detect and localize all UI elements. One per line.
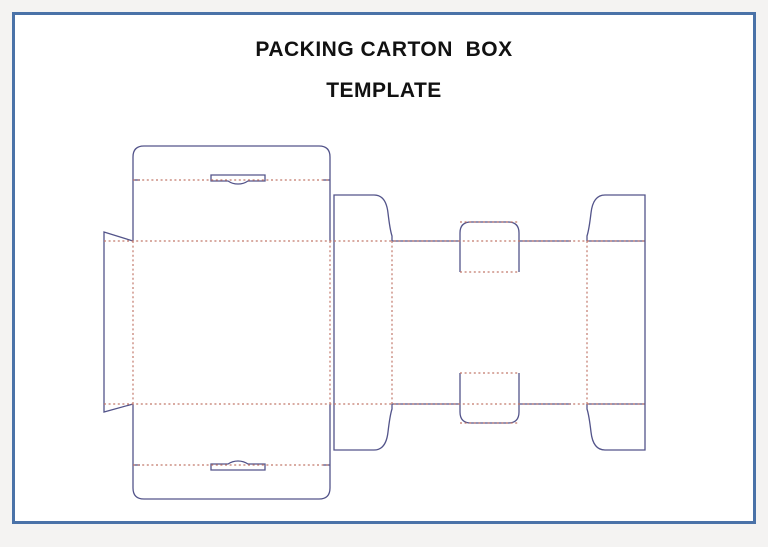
narrow-top-dust-flap-cut: [333, 194, 393, 241]
top-thumb-notch-cut: [210, 174, 266, 185]
bottom-lock-tab-cut: [459, 373, 520, 424]
top-lock-tab-cut: [459, 221, 520, 272]
left-glue-flap-cut: [103, 231, 134, 413]
top-closure-flap-cut: [132, 145, 331, 180]
right-bottom-dust-flap-cut: [586, 404, 646, 451]
bottom-thumb-notch-cut: [210, 460, 266, 471]
narrow-bottom-dust-flap-cut: [333, 404, 393, 451]
fold-lines-group: [104, 179, 645, 466]
bottom-closure-flap-cut: [132, 465, 331, 500]
cut-lines-group: [103, 145, 646, 500]
right-top-dust-flap-cut: [586, 194, 646, 241]
